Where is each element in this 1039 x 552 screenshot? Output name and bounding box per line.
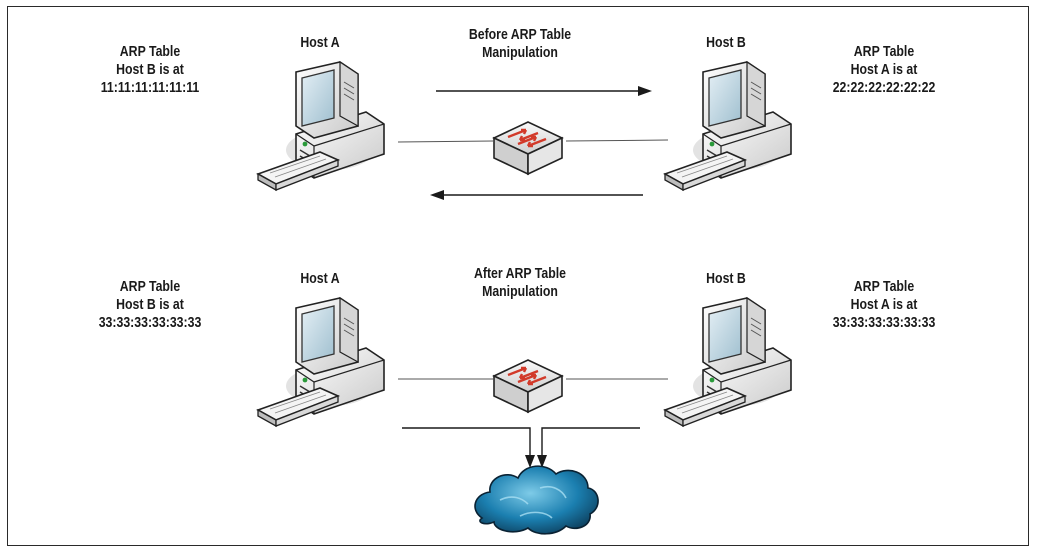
redirect-arrow-icon bbox=[402, 427, 535, 468]
arp-table-mac: 11:11:11:11:11:11 bbox=[100, 79, 200, 96]
arp-table-title: ARP Table bbox=[119, 278, 181, 295]
after-caption: After ARP Table Manipulation bbox=[454, 265, 585, 301]
arp-table-host-a-after: ARP Table Host B is at 33:33:33:33:33:33 bbox=[93, 278, 208, 332]
caption-line2: Manipulation bbox=[482, 283, 558, 300]
arp-table-entry: Host B is at bbox=[116, 61, 184, 78]
arp-table-entry: Host B is at bbox=[116, 296, 184, 313]
caption-line1: Before ARP Table bbox=[468, 26, 572, 43]
arp-table-title: ARP Table bbox=[119, 43, 181, 60]
arp-table-host-b-before: ARP Table Host A is at 22:22:22:22:22:22 bbox=[827, 43, 942, 97]
arp-table-title: ARP Table bbox=[853, 43, 915, 60]
computer-icon bbox=[257, 297, 385, 427]
computer-icon bbox=[664, 61, 792, 191]
host-a-label: Host A bbox=[300, 34, 340, 51]
redirect-arrow-icon bbox=[537, 427, 640, 468]
computer-icon bbox=[664, 297, 792, 427]
switch-icon bbox=[492, 358, 564, 414]
arp-table-title: ARP Table bbox=[853, 278, 915, 295]
arp-table-host-a-before: ARP Table Host B is at 11:11:11:11:11:11 bbox=[93, 43, 208, 97]
caption-line1: After ARP Table bbox=[473, 265, 567, 282]
arp-table-mac: 33:33:33:33:33:33 bbox=[98, 314, 202, 331]
arrow-left-icon bbox=[430, 190, 643, 200]
caption-line2: Manipulation bbox=[482, 44, 558, 61]
host-b-label: Host B bbox=[706, 34, 746, 51]
before-caption: Before ARP Table Manipulation bbox=[454, 26, 585, 62]
link-line bbox=[565, 139, 669, 142]
host-a-label: Host A bbox=[300, 270, 340, 287]
arp-table-entry: Host A is at bbox=[850, 61, 918, 78]
cloud-icon bbox=[474, 465, 599, 535]
switch-icon bbox=[492, 120, 564, 176]
computer-icon bbox=[257, 61, 385, 191]
arp-table-entry: Host A is at bbox=[850, 296, 918, 313]
arrow-right-icon bbox=[436, 86, 652, 96]
arp-table-mac: 22:22:22:22:22:22 bbox=[832, 79, 936, 96]
host-b-label: Host B bbox=[706, 270, 746, 287]
link-line bbox=[397, 140, 494, 143]
arp-table-mac: 33:33:33:33:33:33 bbox=[832, 314, 936, 331]
diagram-frame bbox=[7, 6, 1029, 546]
arp-table-host-b-after: ARP Table Host A is at 33:33:33:33:33:33 bbox=[827, 278, 942, 332]
